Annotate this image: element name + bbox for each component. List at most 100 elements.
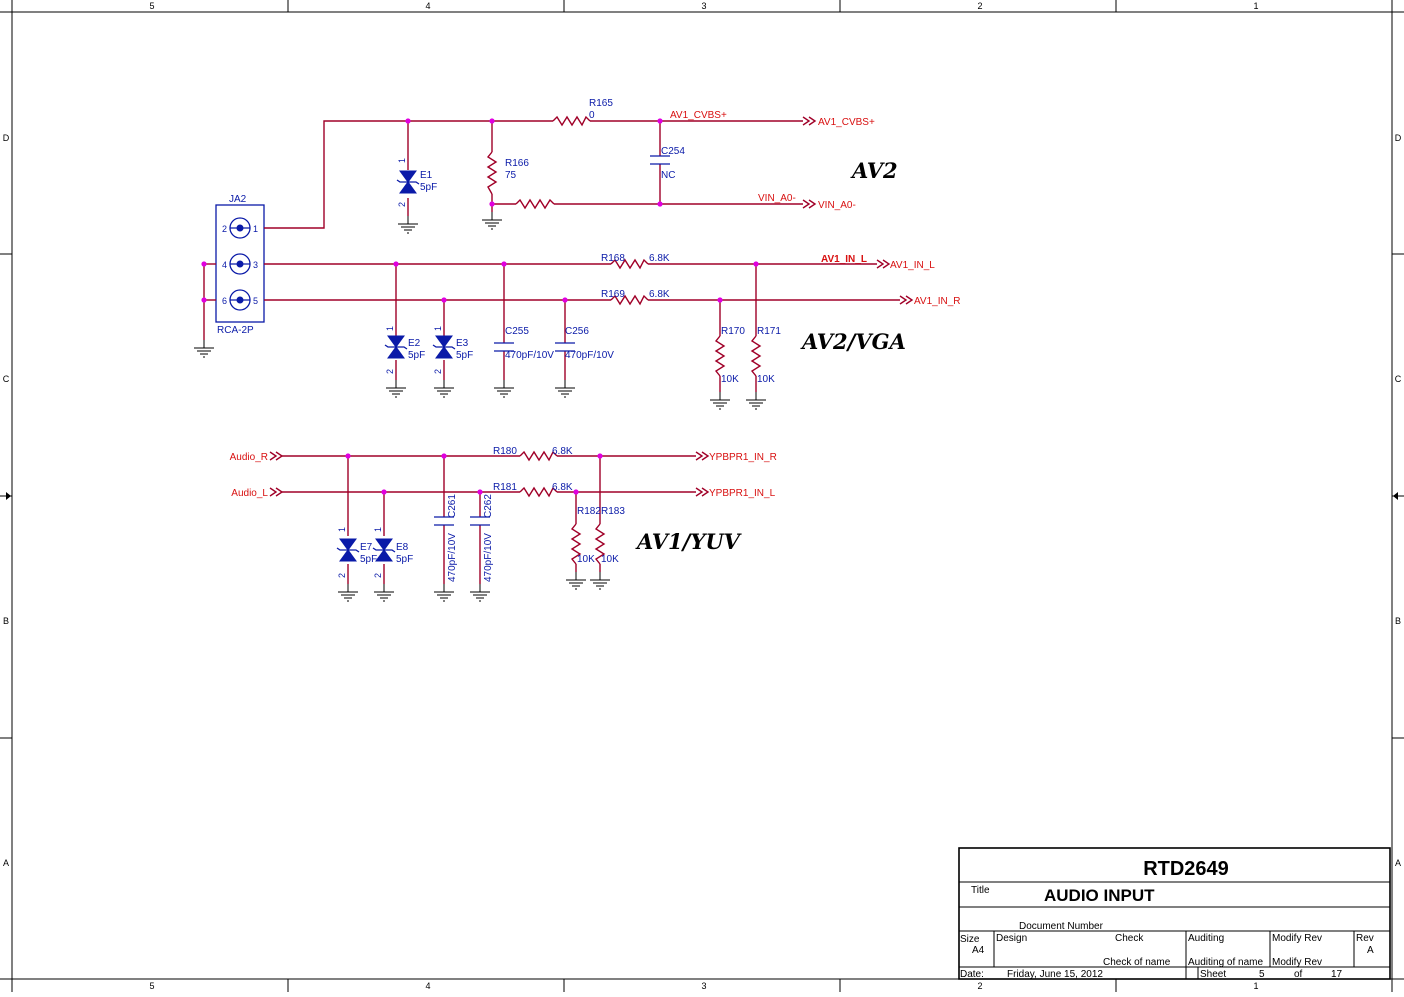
tvs-diode-e1[interactable]: 1 2 E1 5pF bbox=[396, 158, 437, 207]
row-label-left: C bbox=[3, 374, 10, 384]
resistor-r171[interactable]: R171 10K bbox=[750, 326, 781, 385]
modify-rev-label: Modify Rev bbox=[1272, 933, 1322, 944]
modify-rev-value: Modify Rev bbox=[1272, 957, 1322, 968]
document-number-label: Document Number bbox=[1019, 921, 1104, 932]
col-label-top: 5 bbox=[149, 1, 154, 11]
tvs-diode-e2[interactable]: 1 2 E2 5pF bbox=[384, 326, 425, 374]
rev-value: A bbox=[1367, 945, 1374, 956]
capacitor-c261[interactable]: C261 470pF/10V bbox=[434, 494, 458, 582]
pin-number: 1 bbox=[337, 527, 347, 532]
port-av1-in-r[interactable]: AV1_IN_R bbox=[899, 295, 961, 307]
resistor-r181[interactable]: R181 6.8K bbox=[493, 482, 573, 498]
net-label-av1-cvbs: AV1_CVBS+ bbox=[670, 110, 727, 121]
pin-number: 1 bbox=[385, 326, 395, 331]
component-ref: R182 bbox=[577, 506, 601, 517]
tvs-diode-e7[interactable]: 1 2 E7 5pF bbox=[336, 527, 377, 578]
tvs-diode-e3[interactable]: 1 2 E3 5pF bbox=[432, 326, 473, 374]
check-label: Check bbox=[1115, 933, 1144, 944]
document-title: AUDIO INPUT bbox=[1044, 886, 1155, 905]
component-value: 470pF/10V bbox=[483, 533, 494, 582]
capacitor-c254[interactable]: C254 NC bbox=[650, 146, 685, 181]
resistor-r183[interactable]: R183 10K bbox=[594, 506, 625, 565]
rca-jack-3 bbox=[229, 289, 251, 311]
rca-jack-2 bbox=[229, 253, 251, 275]
capacitor-c256[interactable]: C256 470pF/10V bbox=[555, 326, 614, 361]
resistor-r168[interactable]: R168 6.8K bbox=[601, 253, 670, 270]
sheet-label: Sheet bbox=[1200, 969, 1226, 980]
check-of-name: Check of name bbox=[1103, 957, 1171, 968]
resistor-r165[interactable]: R165 0 bbox=[552, 98, 613, 127]
resistor-r180[interactable]: R180 6.8K bbox=[493, 446, 573, 462]
connector-value: RCA-2P bbox=[217, 325, 254, 336]
port-label: AV1_CVBS+ bbox=[818, 117, 875, 128]
row-label-left: A bbox=[3, 858, 9, 868]
component-value: 75 bbox=[505, 170, 517, 181]
pin-number: 1 bbox=[433, 326, 443, 331]
component-value: 10K bbox=[757, 374, 775, 385]
col-label-top: 3 bbox=[701, 1, 706, 11]
section-title-av2: AV2 bbox=[850, 158, 898, 183]
port-av1-cvbs[interactable]: AV1_CVBS+ bbox=[802, 116, 875, 128]
row-label-right: A bbox=[1395, 858, 1401, 868]
design-label: Design bbox=[996, 933, 1027, 944]
size-value: A4 bbox=[972, 945, 985, 956]
port-audio-r[interactable]: Audio_R bbox=[230, 451, 283, 463]
component-ref: E2 bbox=[408, 338, 421, 349]
capacitor-c255[interactable]: C255 470pF/10V bbox=[494, 326, 554, 361]
capacitor-c262[interactable]: C262 470pF/10V bbox=[470, 494, 494, 582]
col-label-bottom: 3 bbox=[701, 981, 706, 991]
net-label-av1-in-l: AV1_IN_L bbox=[821, 254, 867, 265]
port-label: Audio_L bbox=[231, 488, 268, 499]
pin-number: 6 bbox=[222, 296, 227, 306]
size-label: Size bbox=[960, 934, 980, 945]
tvs-diode-e8[interactable]: 1 2 E8 5pF bbox=[372, 527, 413, 578]
component-value: NC bbox=[661, 170, 675, 181]
col-label-top: 4 bbox=[425, 1, 430, 11]
section-title-av2-vga: AV2/VGA bbox=[800, 329, 906, 354]
company-name: RTD2649 bbox=[1143, 858, 1229, 880]
pin-number: 2 bbox=[433, 369, 443, 374]
component-ref: C261 bbox=[447, 494, 458, 518]
component-ref: R170 bbox=[721, 326, 745, 337]
date-label: Date: bbox=[960, 969, 984, 980]
pin-number: 2 bbox=[337, 573, 347, 578]
component-ref: R180 bbox=[493, 446, 517, 457]
port-label: VIN_A0- bbox=[818, 200, 856, 211]
component-ref: C262 bbox=[483, 494, 494, 518]
component-ref: R169 bbox=[601, 289, 625, 300]
port-audio-l[interactable]: Audio_L bbox=[231, 487, 283, 499]
resistor-r166[interactable]: R166 75 bbox=[486, 151, 529, 195]
resistor-vin-series[interactable] bbox=[515, 198, 555, 210]
resistor-r182[interactable]: R182 10K bbox=[570, 506, 601, 565]
component-value: 10K bbox=[577, 554, 595, 565]
component-value: 5pF bbox=[456, 350, 473, 361]
resistor-r170[interactable]: R170 10K bbox=[714, 326, 745, 385]
connector-ja2[interactable]: JA2 RCA-2P 2 1 4 3 6 5 bbox=[215, 194, 265, 336]
col-label-bottom: 4 bbox=[425, 981, 430, 991]
port-ypbpr1-in-l[interactable]: YPBPR1_IN_L bbox=[695, 487, 776, 499]
pin-number: 1 bbox=[253, 224, 258, 234]
component-ref: R171 bbox=[757, 326, 781, 337]
port-ypbpr1-in-r[interactable]: YPBPR1_IN_R bbox=[695, 451, 777, 463]
component-value: 5pF bbox=[408, 350, 425, 361]
component-ref: E8 bbox=[396, 542, 409, 553]
pin-number: 1 bbox=[397, 158, 407, 163]
auditing-label: Auditing bbox=[1188, 933, 1224, 944]
component-ref: R183 bbox=[601, 506, 625, 517]
port-vin-a0[interactable]: VIN_A0- bbox=[802, 199, 856, 211]
pin-number: 4 bbox=[222, 260, 227, 270]
sheet-total: 17 bbox=[1331, 969, 1343, 980]
junctions bbox=[201, 118, 759, 495]
pin-number: 1 bbox=[373, 527, 383, 532]
resistor-r169[interactable]: R169 6.8K bbox=[601, 289, 670, 306]
pin-number: 5 bbox=[253, 296, 258, 306]
component-ref: E3 bbox=[456, 338, 469, 349]
component-value: 10K bbox=[601, 554, 619, 565]
pin-number: 3 bbox=[253, 260, 258, 270]
row-label-left: B bbox=[3, 616, 9, 626]
sheet-number: 5 bbox=[1259, 969, 1265, 980]
port-av1-in-l[interactable]: AV1_IN_L bbox=[876, 259, 935, 271]
port-label: YPBPR1_IN_R bbox=[709, 452, 777, 463]
component-ref: E7 bbox=[360, 542, 373, 553]
